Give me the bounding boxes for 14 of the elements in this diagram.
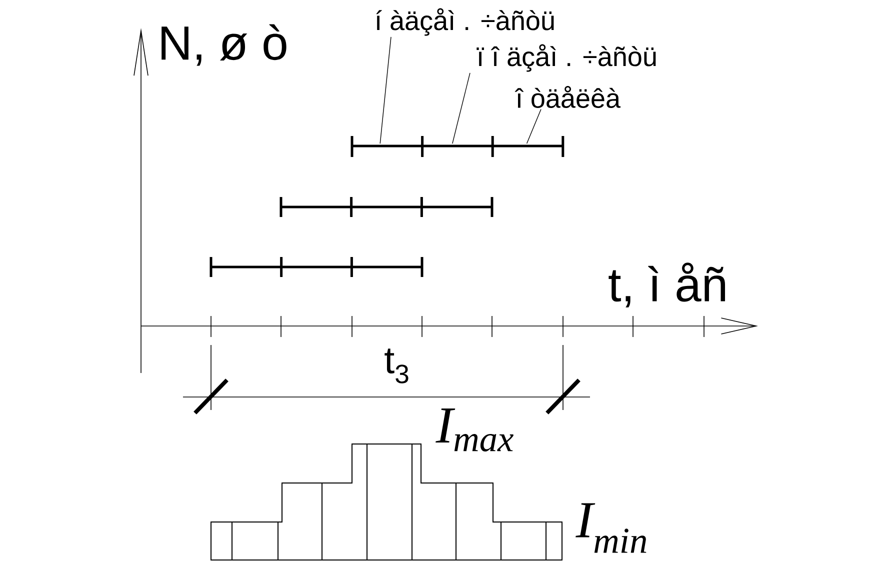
level-label: I$_{max}$ [436,408,514,452]
bar-segment [492,144,563,148]
axis-label: t, ì åñ [608,262,726,308]
part-label: î òäåëêà [514,86,621,108]
part-label: í àäçåì . ÷àñòü [376,8,554,36]
leader-line [526,108,542,144]
axis-label: N, ø ò [162,24,286,66]
part-label: ï î äçåì . ÷àñòü [476,44,656,72]
dimension-label: t$_{3}$ [384,348,408,384]
level-label: I$_{min}$ [576,503,646,553]
leader-line [380,36,392,144]
bar-segment [352,144,422,148]
leader-line [452,72,470,144]
bar-segment [422,144,493,148]
